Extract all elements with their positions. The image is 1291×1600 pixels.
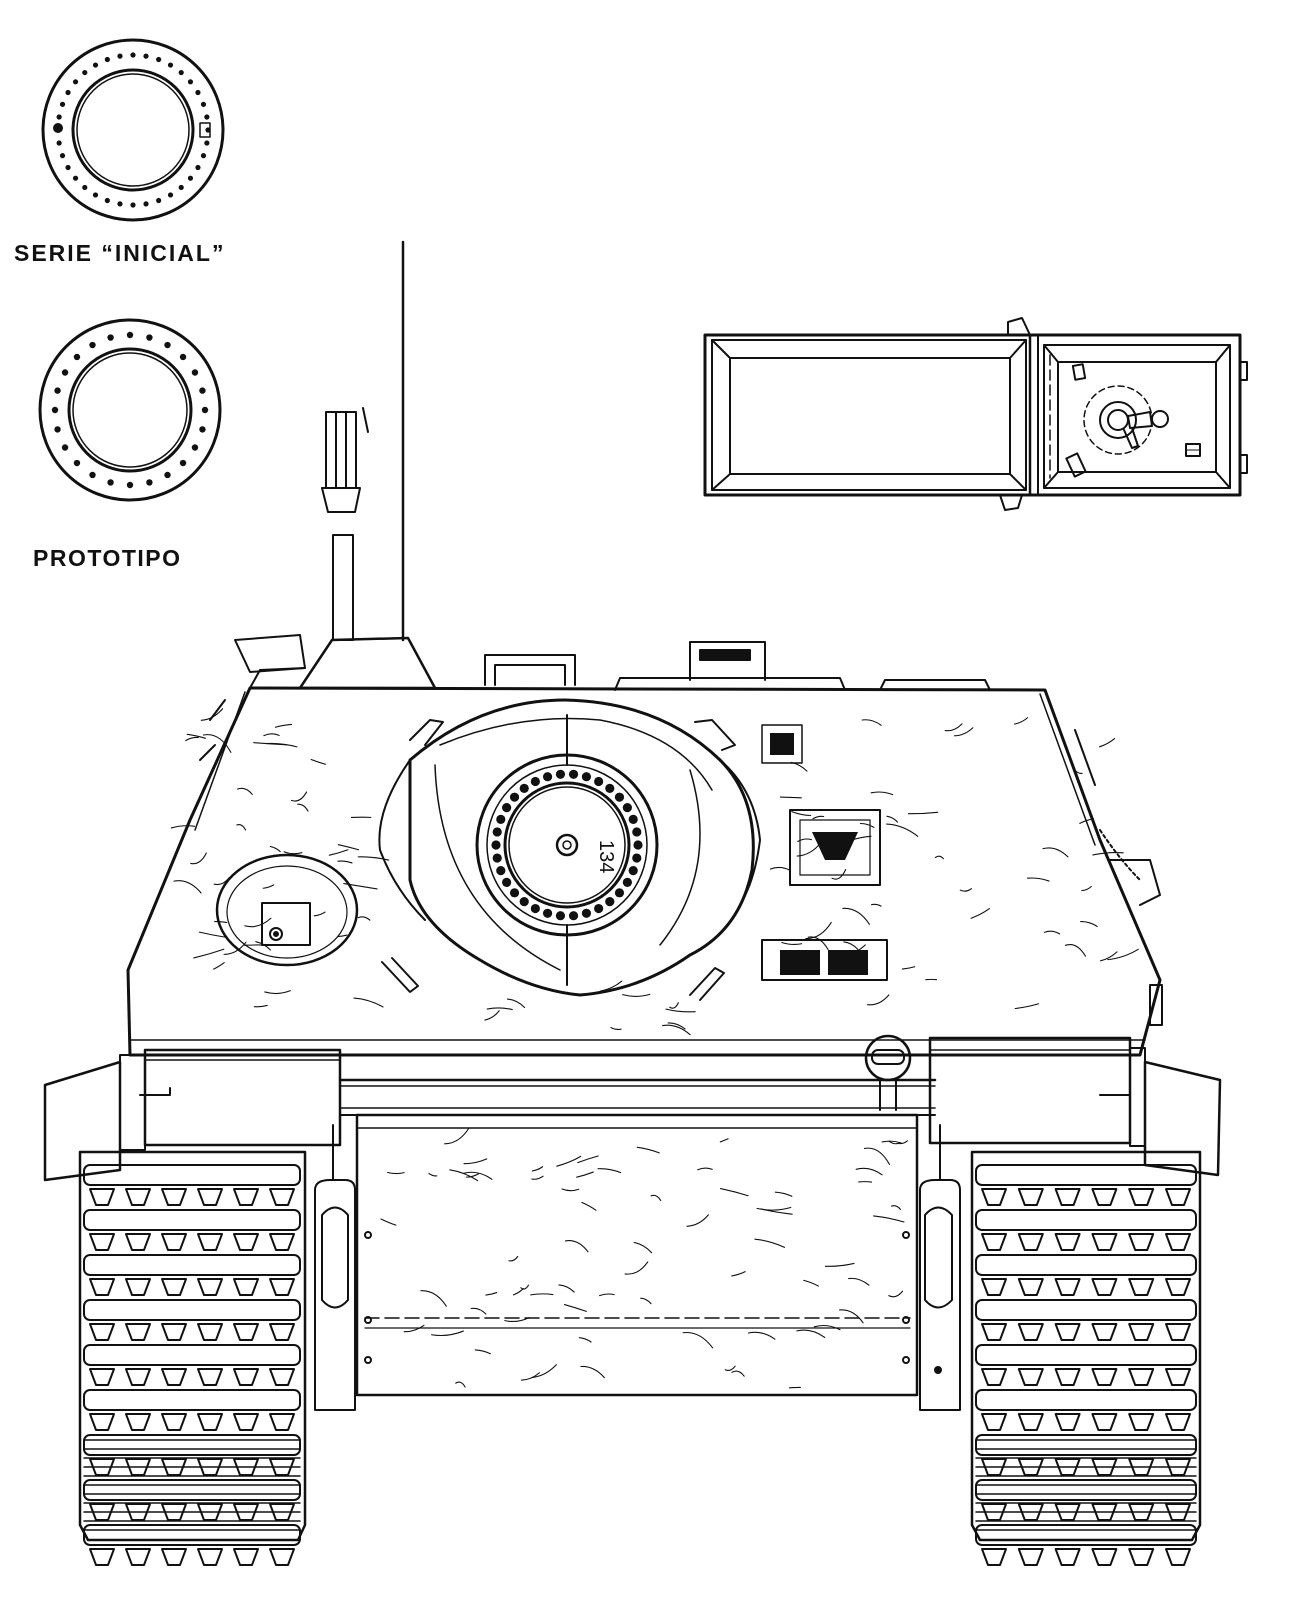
prototipo-label: PROTOTIPO (33, 545, 182, 571)
hull-fittings (215, 719, 912, 1111)
right-track (970, 1150, 1202, 1566)
lower-rear-plate (314, 1078, 961, 1411)
engine-hatch-detail (703, 317, 1248, 511)
track-guards (43, 1036, 1222, 1182)
surface-texture (170, 708, 1139, 1389)
serie-inicial-ring-detail (41, 38, 225, 222)
hull-marking: 134 (595, 840, 617, 873)
left-track (78, 1150, 307, 1566)
serie-inicial-label: SERIE “INICIAL” (14, 240, 226, 266)
prototipo-ring-detail (38, 318, 222, 502)
gun-mantlet: 134 (378, 698, 761, 997)
